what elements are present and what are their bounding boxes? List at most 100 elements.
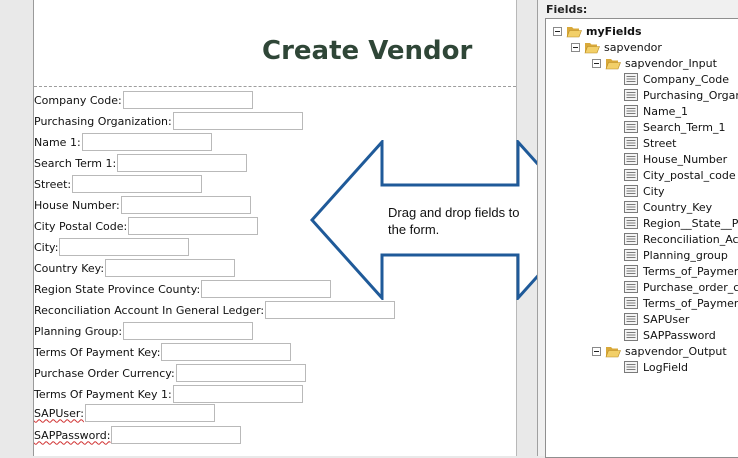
region-input[interactable]	[201, 280, 332, 298]
tree-node-sapvendor-output[interactable]: sapvendor_Output	[592, 343, 727, 359]
tree-field-item[interactable]: Purchase_order_cu	[624, 279, 738, 295]
company-code-input[interactable]	[122, 91, 253, 109]
field-label: Company Code:	[34, 93, 122, 107]
tree-field-label: Name_1	[643, 104, 688, 118]
folder-open-icon	[605, 346, 621, 357]
field-icon	[624, 297, 638, 309]
tree-field-label: SAPPassword	[643, 328, 716, 342]
search-term-1-input[interactable]	[117, 154, 248, 172]
form-row-purchase-order-currency: Purchase Order Currency:	[34, 363, 306, 383]
field-label: SAPUser:	[34, 406, 84, 420]
collapse-toggle-icon[interactable]	[571, 42, 580, 52]
sappassword-input[interactable]	[111, 426, 242, 444]
field-icon	[624, 153, 638, 165]
field-label: Region State Province County:	[34, 282, 201, 296]
form-canvas[interactable]: Create Vendor Company Code: Purchasing O…	[34, 0, 517, 456]
tree-field-item[interactable]: Name_1	[624, 103, 688, 119]
field-label: Terms Of Payment Key:	[34, 345, 161, 359]
tree-field-item[interactable]: Planning_group	[624, 247, 728, 263]
field-label: Name 1:	[34, 135, 81, 149]
field-label: Street:	[34, 177, 72, 191]
tree-field-item[interactable]: SAPUser	[624, 311, 689, 327]
tree-group-label: sapvendor	[604, 40, 662, 54]
tree-field-item[interactable]: City	[624, 183, 665, 199]
street-input[interactable]	[72, 175, 203, 193]
field-icon	[624, 89, 638, 101]
tree-field-label: Country_Key	[643, 200, 713, 214]
terms-of-payment-key-1-input[interactable]	[172, 385, 303, 403]
reconciliation-account-input[interactable]	[265, 301, 396, 319]
folder-open-icon	[566, 26, 582, 37]
purchasing-org-input[interactable]	[172, 112, 303, 130]
purchase-order-currency-input[interactable]	[175, 364, 306, 382]
field-icon	[624, 233, 638, 245]
form-row-search-term-1: Search Term 1:	[34, 153, 248, 173]
tree-field-item[interactable]: Purchasing_Organi	[624, 87, 738, 103]
name-1-input[interactable]	[81, 133, 212, 151]
form-row-planning-group: Planning Group:	[34, 321, 254, 341]
tree-field-item[interactable]: Terms_of_Paymen	[624, 263, 738, 279]
field-icon	[624, 185, 638, 197]
tree-field-item[interactable]: City_postal_code	[624, 167, 736, 183]
sapuser-input[interactable]	[84, 404, 215, 422]
tree-node-sapvendor[interactable]: sapvendor	[571, 39, 662, 55]
tree-field-label: Purchase_order_cu	[643, 280, 738, 294]
collapse-toggle-icon[interactable]	[592, 58, 601, 68]
tree-folder-label: sapvendor_Output	[625, 344, 727, 358]
field-icon	[624, 265, 638, 277]
tree-field-label: Company_Code	[643, 72, 729, 86]
tree-field-item[interactable]: Terms_of_Paymen	[624, 295, 738, 311]
field-icon	[624, 105, 638, 117]
left-gutter-divider	[33, 0, 34, 456]
field-icon	[624, 313, 638, 325]
tree-field-item[interactable]: Reconciliation_Acc	[624, 231, 738, 247]
fields-tree[interactable]: myFields sapvendor sapvendor_Input	[545, 18, 738, 458]
folder-open-icon	[605, 58, 621, 69]
tree-field-item[interactable]: SAPPassword	[624, 327, 716, 343]
tree-field-item[interactable]: LogField	[624, 359, 688, 375]
form-row-street: Street:	[34, 174, 203, 194]
form-row-region: Region State Province County:	[34, 279, 332, 299]
city-input[interactable]	[59, 238, 190, 256]
tree-field-item[interactable]: Country_Key	[624, 199, 712, 215]
tree-field-label: SAPUser	[643, 312, 690, 326]
terms-of-payment-key-input[interactable]	[161, 343, 292, 361]
tree-field-item[interactable]: Company_Code	[624, 71, 729, 87]
planning-group-input[interactable]	[123, 322, 254, 340]
tree-node-sapvendor-input[interactable]: sapvendor_Input	[592, 55, 717, 71]
form-row-terms-of-payment-key-1: Terms Of Payment Key 1:	[34, 384, 303, 404]
tree-field-item[interactable]: House_Number	[624, 151, 727, 167]
form-row-city-postal-code: City Postal Code:	[34, 216, 259, 236]
drag-drop-hint: Drag and drop fields to the form.	[388, 205, 520, 237]
collapse-toggle-icon[interactable]	[592, 346, 601, 356]
form-row-terms-of-payment-key: Terms Of Payment Key:	[34, 342, 292, 362]
tree-field-item[interactable]: Street	[624, 135, 676, 151]
tree-field-label: LogField	[643, 360, 689, 374]
tree-field-label: Search_Term_1	[643, 120, 726, 134]
tree-field-label: House_Number	[643, 152, 728, 166]
form-row-country-key: Country Key:	[34, 258, 236, 278]
tree-field-label: Terms_of_Paymen	[643, 296, 738, 310]
form-row-city: City:	[34, 237, 190, 257]
folder-open-icon	[584, 42, 600, 53]
collapse-toggle-icon[interactable]	[553, 26, 562, 36]
form-row-name-1: Name 1:	[34, 132, 212, 152]
form-title: Create Vendor	[262, 36, 473, 66]
country-key-input[interactable]	[105, 259, 236, 277]
field-label: Reconciliation Account In General Ledger…	[34, 303, 265, 317]
house-number-input[interactable]	[120, 196, 251, 214]
form-row-purchasing-org: Purchasing Organization:	[34, 111, 303, 131]
form-header[interactable]: Create Vendor	[34, 0, 516, 87]
field-icon	[624, 217, 638, 229]
field-icon	[624, 281, 638, 293]
tree-field-label: City	[643, 184, 665, 198]
tree-field-item[interactable]: Search_Term_1	[624, 119, 725, 135]
field-icon	[624, 121, 638, 133]
tree-field-label: Purchasing_Organi	[643, 88, 738, 102]
tree-field-label: Terms_of_Paymen	[643, 264, 738, 278]
tree-node-myfields[interactable]: myFields	[553, 23, 642, 39]
field-label: Country Key:	[34, 261, 105, 275]
city-postal-code-input[interactable]	[128, 217, 259, 235]
tree-field-item[interactable]: Region__State__P	[624, 215, 738, 231]
field-label: Planning Group:	[34, 324, 123, 338]
